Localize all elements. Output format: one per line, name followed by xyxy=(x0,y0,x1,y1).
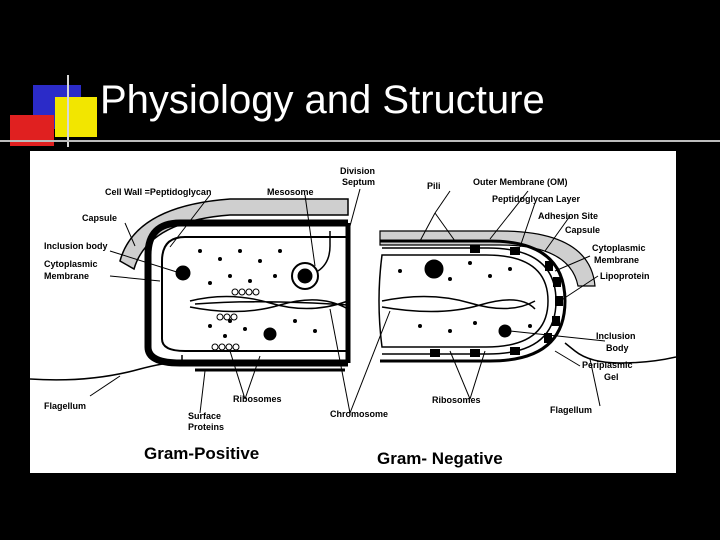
pili-line-1 xyxy=(419,212,436,242)
label-cell-wall: Cell Wall =Peptidoglycan xyxy=(105,187,211,197)
inclusion-body-left xyxy=(175,265,191,281)
label-cytoplasmic-left-2: Membrane xyxy=(44,271,89,281)
cytoplasmic-membrane-left xyxy=(161,236,348,352)
label-flagellum-left: Flagellum xyxy=(44,401,86,411)
label-periplasmic-2: Gel xyxy=(604,372,619,382)
slide-title: Physiology and Structure xyxy=(100,78,545,122)
label-flagellum-right: Flagellum xyxy=(550,405,592,415)
label-inclusion-right-2: Body xyxy=(606,343,629,353)
chromosome-left xyxy=(189,295,349,313)
label-ribosomes-right: Ribosomes xyxy=(432,395,481,405)
caption-gram-negative: Gram- Negative xyxy=(377,449,503,468)
label-surface-1: Surface xyxy=(188,411,221,421)
decor-yellow-square xyxy=(55,97,97,137)
label-cytoplasmic-left-1: Cytoplasmic xyxy=(44,259,98,269)
flagellum-left-line xyxy=(30,355,183,381)
decor-vertical-line xyxy=(67,75,69,147)
title-divider xyxy=(0,140,720,142)
label-cytoplasmic-right-1: Cytoplasmic xyxy=(592,243,646,253)
label-mesosome: Mesosome xyxy=(267,187,314,197)
flagellum-right-line xyxy=(564,342,676,364)
inclusion-body-right xyxy=(424,259,444,279)
label-capsule-left: Capsule xyxy=(82,213,117,223)
label-chromosome: Chromosome xyxy=(330,409,388,419)
diagram-labels: Cell Wall =Peptidoglycan Mesosome Divisi… xyxy=(44,166,650,468)
mesosome xyxy=(291,262,319,290)
caption-gram-positive: Gram-Positive xyxy=(144,444,259,463)
label-inclusion-right-1: Inclusion xyxy=(596,331,636,341)
outer-membrane xyxy=(380,239,567,363)
label-ribosomes-left: Ribosomes xyxy=(233,394,282,404)
label-surface-2: Proteins xyxy=(188,422,224,432)
chromosome-right xyxy=(381,295,536,313)
label-cytoplasmic-right-2: Membrane xyxy=(594,255,639,265)
pili-line-2 xyxy=(434,212,456,242)
label-pili: Pili xyxy=(427,181,441,191)
label-inclusion-body-left: Inclusion body xyxy=(44,241,108,251)
label-division-1: Division xyxy=(340,166,375,176)
leader-lines xyxy=(89,188,606,414)
cell-wall xyxy=(144,219,348,367)
label-adhesion-site: Adhesion Site xyxy=(538,211,598,221)
gram-positive-cell xyxy=(30,198,351,381)
label-peptidoglycan-layer: Peptidoglycan Layer xyxy=(492,194,581,204)
label-division-2: Septum xyxy=(342,177,375,187)
bacteria-cell-diagram: Cell Wall =Peptidoglycan Mesosome Divisi… xyxy=(30,151,676,473)
cytoplasmic-membrane-right xyxy=(378,254,549,348)
gram-negative-cell xyxy=(378,212,676,364)
label-lipoprotein: Lipoprotein xyxy=(600,271,650,281)
label-periplasmic-1: Periplasmic xyxy=(582,360,633,370)
label-capsule-right: Capsule xyxy=(565,225,600,235)
label-outer-membrane: Outer Membrane (OM) xyxy=(473,177,568,187)
diagram-svg: Cell Wall =Peptidoglycan Mesosome Divisi… xyxy=(30,166,676,468)
